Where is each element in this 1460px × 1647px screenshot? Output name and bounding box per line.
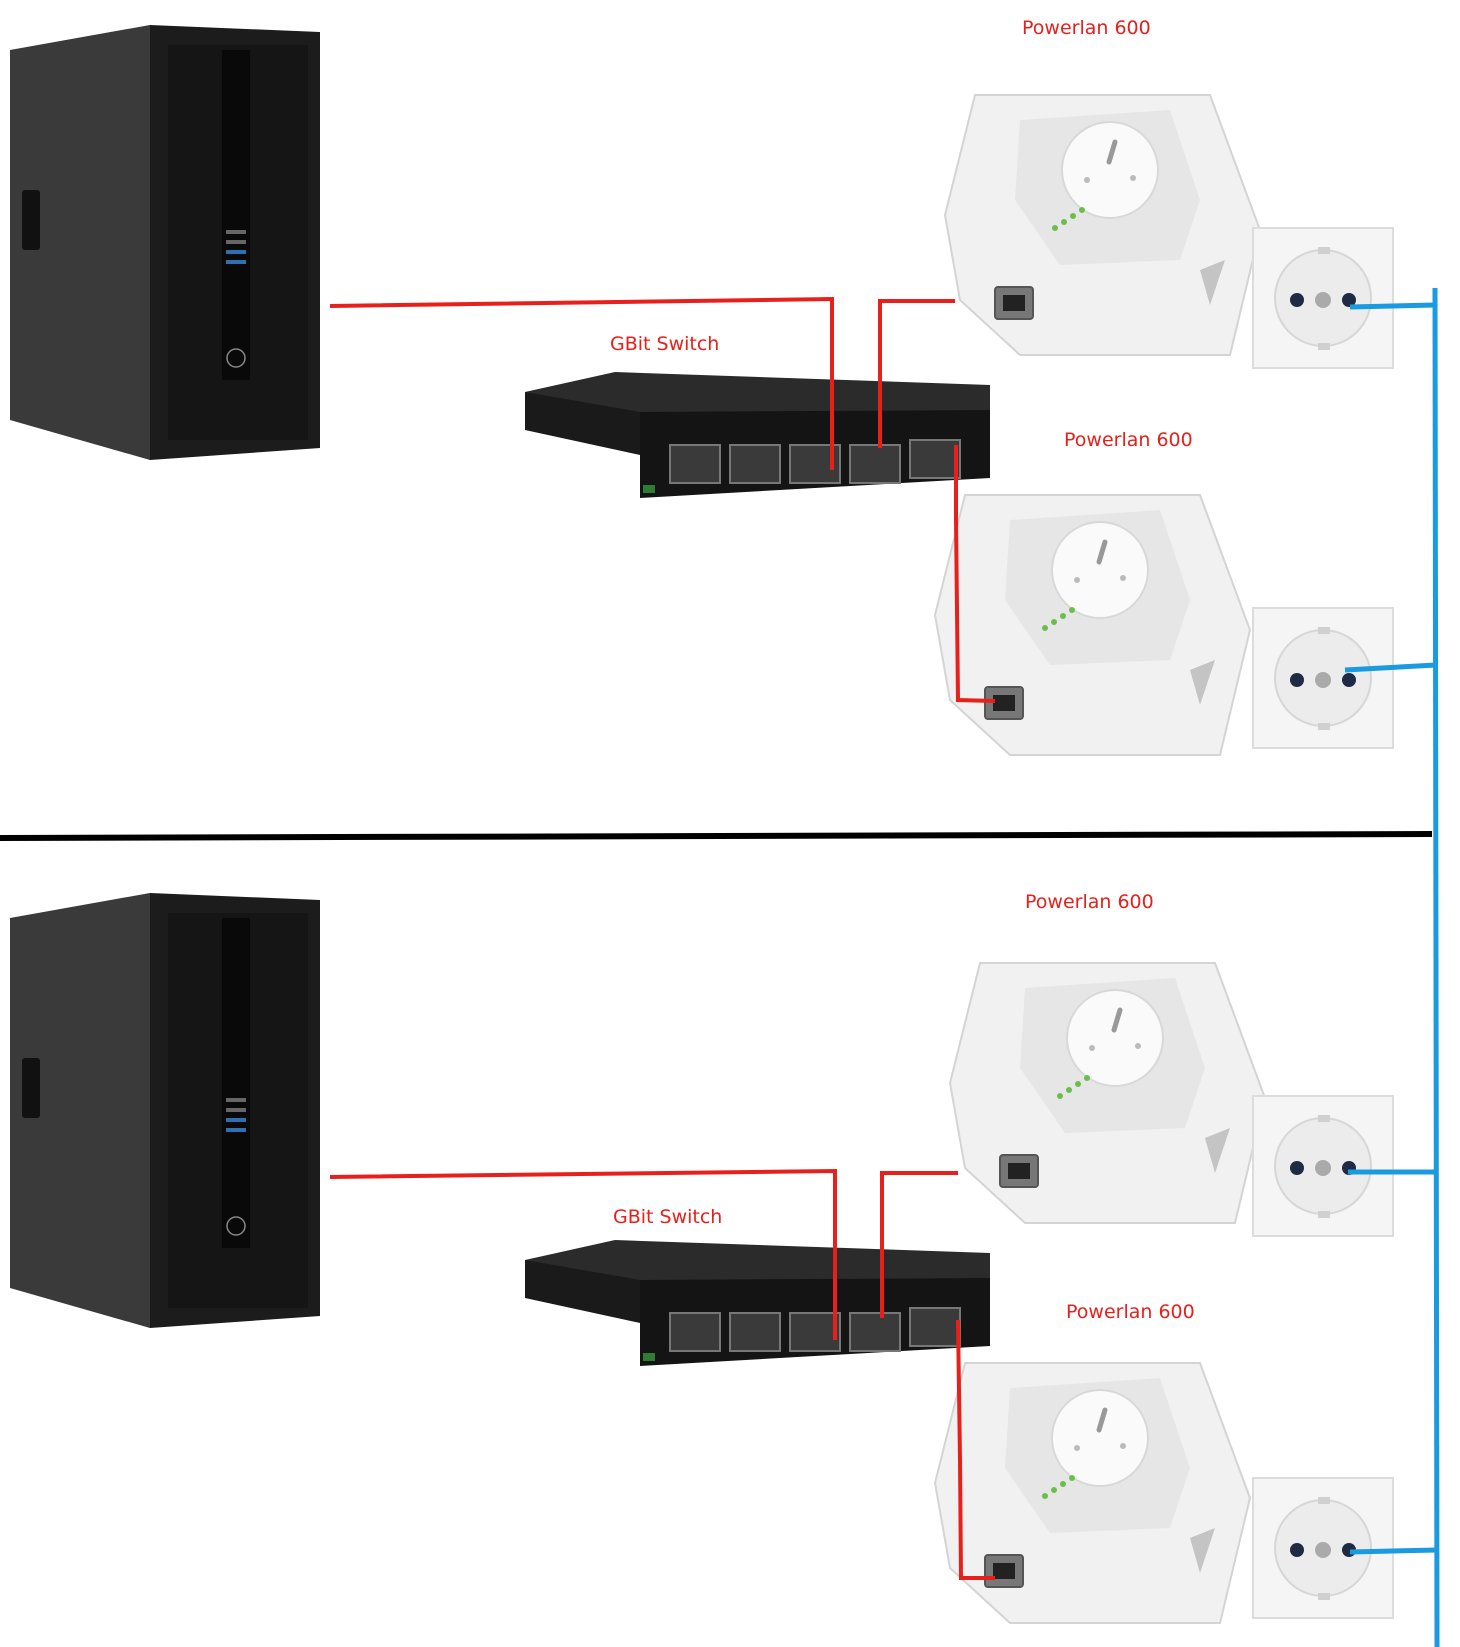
- powerlan-adapter-top-1: [945, 95, 1260, 355]
- switch-top: [524, 371, 991, 499]
- switch-bottom: [524, 1239, 991, 1367]
- switch-label-bottom: GBit Switch: [613, 1206, 723, 1228]
- pc-tower-top: [9, 24, 321, 461]
- powerlan-label-top-2: Powerlan 600: [1064, 429, 1193, 451]
- powerlan-label-bottom-1: Powerlan 600: [1025, 891, 1154, 913]
- powerlan-label-top-1: Powerlan 600: [1022, 17, 1151, 39]
- power-bus: [1344, 287, 1440, 1647]
- powerlan-adapter-top-2: [935, 495, 1250, 755]
- powerlan-adapter-bottom-2: [935, 1363, 1250, 1623]
- powerlan-adapter-bottom-1: [950, 963, 1265, 1223]
- ethernet-cables-bottom: [329, 1168, 995, 1580]
- switch-label-top: GBit Switch: [610, 333, 720, 355]
- wall-socket-top-1: [1252, 227, 1394, 369]
- wall-socket-bottom-1: [1252, 1095, 1394, 1237]
- pc-tower-bottom: [9, 892, 321, 1329]
- wall-socket-bottom-2: [1252, 1477, 1394, 1619]
- ethernet-cables-top: [329, 296, 996, 703]
- wall-socket-top-2: [1252, 607, 1394, 749]
- powerlan-label-bottom-2: Powerlan 600: [1066, 1301, 1195, 1323]
- section-divider: [0, 831, 1433, 841]
